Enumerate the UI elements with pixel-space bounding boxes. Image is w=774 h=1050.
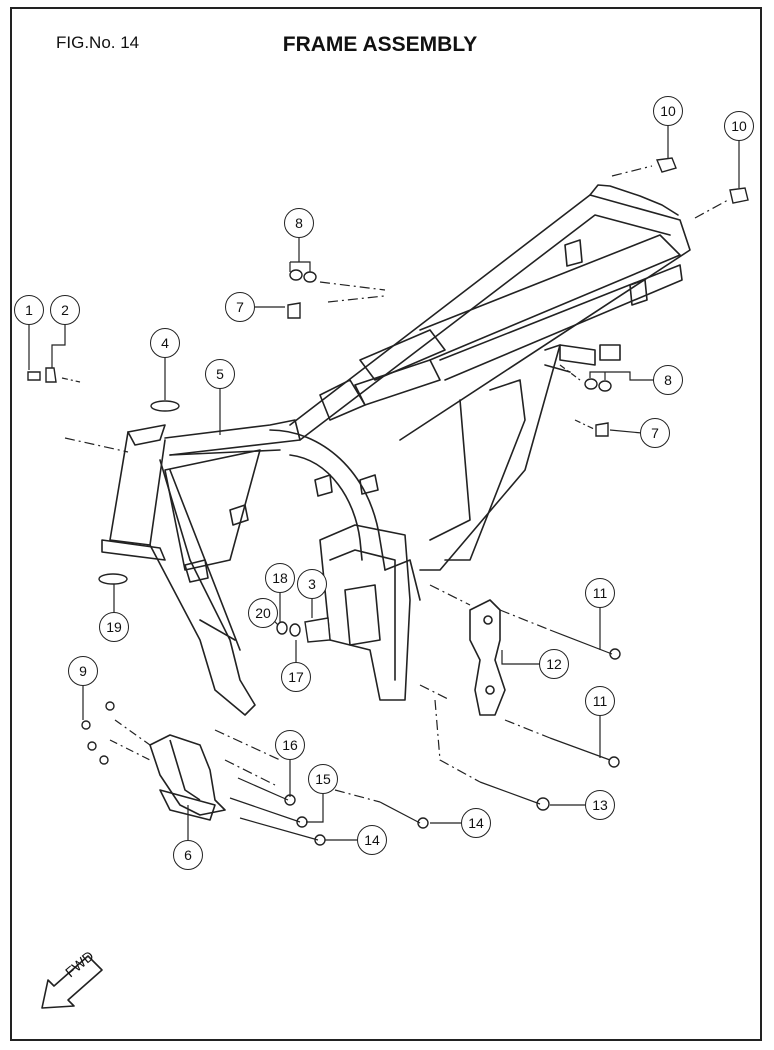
frame-main-body xyxy=(101,184,691,716)
callout-10-left: 10 xyxy=(653,96,683,126)
callout-6: 6 xyxy=(173,840,203,870)
callout-8-top: 8 xyxy=(284,208,314,238)
callout-16: 16 xyxy=(275,730,305,760)
page-title: FRAME ASSEMBLY xyxy=(0,33,760,57)
callout-20: 20 xyxy=(248,598,278,628)
figure-number: FIG.No. 14 xyxy=(56,33,140,52)
leader-lines xyxy=(28,126,740,841)
callout-19: 19 xyxy=(99,612,129,642)
callout-4: 4 xyxy=(150,328,180,358)
callout-14-left: 14 xyxy=(357,825,387,855)
callout-17: 17 xyxy=(281,662,311,692)
callout-2: 2 xyxy=(50,295,80,325)
callout-15: 15 xyxy=(308,764,338,794)
callout-3: 3 xyxy=(297,569,327,599)
lower-bracket-drawing xyxy=(149,734,226,821)
small-parts xyxy=(27,157,749,846)
callout-11-bottom: 11 xyxy=(585,686,615,716)
callout-8-right: 8 xyxy=(653,365,683,395)
page-border xyxy=(10,7,762,1041)
callout-13: 13 xyxy=(585,790,615,820)
title-text: FRAME ASSEMBLY xyxy=(282,33,478,56)
assembly-lines xyxy=(61,165,729,841)
callout-7-top: 7 xyxy=(225,292,255,322)
callout-18: 18 xyxy=(265,563,295,593)
callout-14-right: 14 xyxy=(461,808,491,838)
callout-5: 5 xyxy=(205,359,235,389)
callout-10-right: 10 xyxy=(724,111,754,141)
forward-arrow-icon xyxy=(41,955,103,1009)
rear-bracket-drawing xyxy=(469,599,506,716)
callout-12: 12 xyxy=(539,649,569,679)
callout-1: 1 xyxy=(14,295,44,325)
callout-7-right: 7 xyxy=(640,418,670,448)
callout-11-top: 11 xyxy=(585,578,615,608)
callout-9: 9 xyxy=(68,656,98,686)
